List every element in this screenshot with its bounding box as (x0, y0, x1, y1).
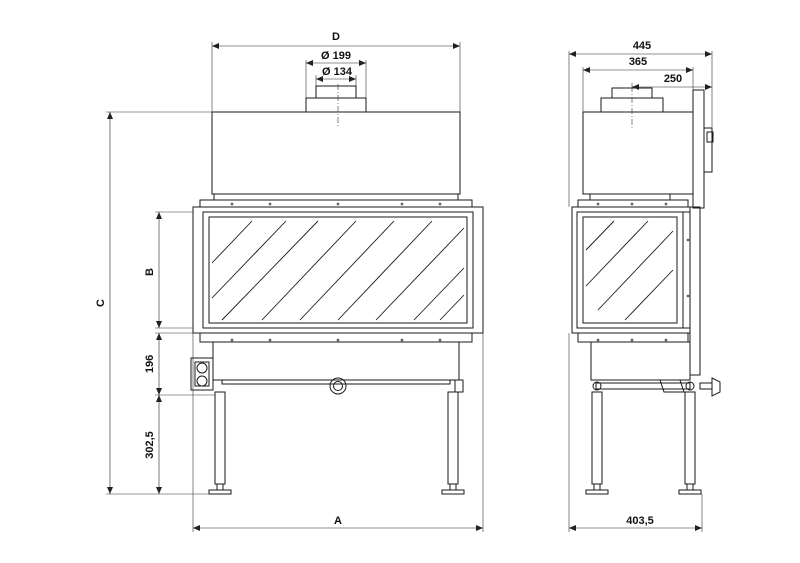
side-rear-panel (682, 211, 691, 329)
front-glass-frame (202, 211, 474, 329)
front-body (192, 206, 484, 334)
front-base (212, 341, 460, 381)
dim-label-365: 365 (629, 56, 647, 68)
front-flue-collar-outer (305, 97, 367, 113)
side-frame-screws (596, 202, 690, 342)
front-frame-bottom (199, 332, 473, 343)
side-cross-rail (592, 377, 721, 397)
side-base (590, 341, 691, 381)
front-flue-collar-inner (315, 85, 357, 99)
front-side-connector (190, 357, 214, 391)
front-right-bracket (454, 379, 464, 393)
side-rear-bracket (692, 89, 714, 209)
front-glass-reflections (211, 220, 465, 321)
front-frame-screws (230, 202, 442, 342)
side-foot-front (585, 489, 609, 495)
dim-label-a: A (334, 515, 342, 527)
air-control-knob (329, 377, 347, 395)
front-view: D Ø 199 Ø 134 C B 196 302,5 A (95, 31, 484, 532)
dim-label-196: 196 (144, 355, 156, 373)
front-leg-left (214, 391, 226, 485)
dim-label-250: 250 (664, 73, 682, 85)
dim-label-b: B (144, 268, 156, 276)
side-foot-rear (678, 489, 702, 495)
side-leg-rear (684, 391, 696, 485)
side-foot-front-stem (593, 483, 601, 491)
side-glass (582, 216, 678, 324)
front-frame-top (199, 199, 473, 208)
side-glass-reflections (585, 220, 674, 321)
dim-label-flue-outer: Ø 199 (321, 50, 351, 62)
dim-label-d: D (332, 31, 340, 43)
front-foot-right-stem (449, 483, 457, 491)
dim-label-c: C (95, 299, 107, 307)
front-foot-left-stem (216, 483, 224, 491)
front-foot-right (441, 489, 465, 495)
side-rear-post (689, 206, 701, 376)
side-hood (582, 111, 694, 195)
dim-label-445: 445 (633, 40, 651, 52)
front-foot-left (208, 489, 232, 495)
side-view: 445 365 250 403,5 (568, 40, 721, 532)
side-glass-frame (576, 211, 684, 329)
front-glass (208, 216, 468, 324)
front-leg-right (447, 391, 459, 485)
front-base-rail (221, 379, 451, 385)
side-leg-front (591, 391, 603, 485)
front-hood-lip (213, 193, 459, 201)
front-hood (211, 111, 461, 195)
dim-label-flue-inner: Ø 134 (322, 66, 353, 78)
side-foot-rear-stem (686, 483, 694, 491)
dim-label-403-5: 403,5 (626, 515, 654, 527)
side-hood-lip (589, 193, 671, 201)
dim-label-302-5: 302,5 (144, 431, 156, 459)
